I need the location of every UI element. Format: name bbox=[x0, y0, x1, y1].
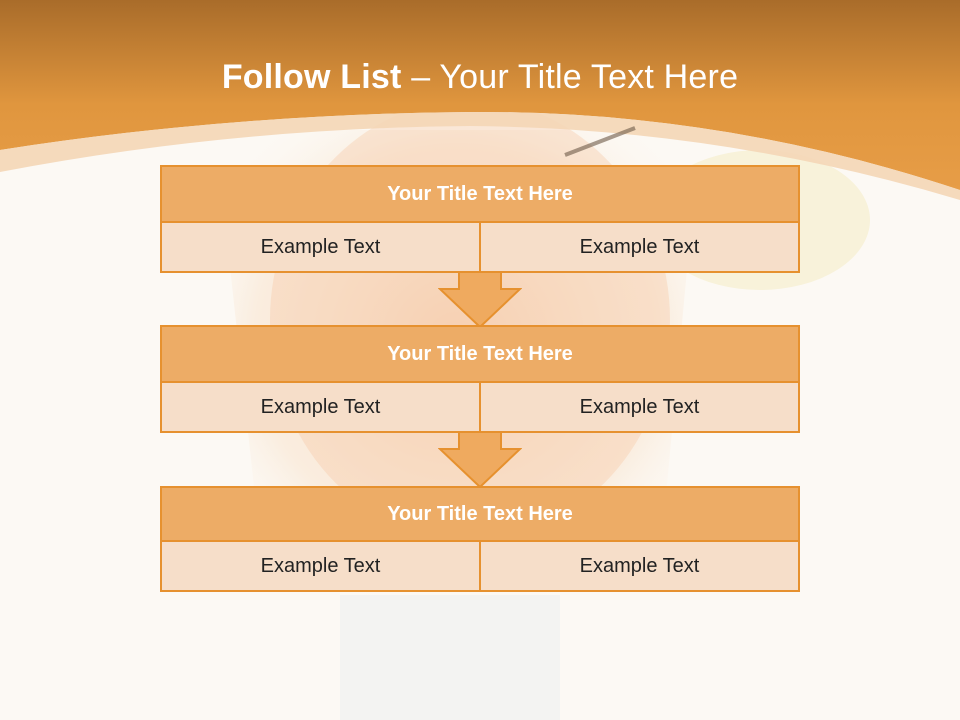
flow-block-1: Your Title Text Here Example Text Exampl… bbox=[160, 165, 800, 273]
block-title: Your Title Text Here bbox=[160, 165, 800, 223]
flow-block-3: Your Title Text Here Example Text Exampl… bbox=[160, 486, 800, 592]
block-cell-right: Example Text bbox=[479, 542, 800, 592]
down-arrow-icon bbox=[438, 431, 522, 489]
block-cell-right: Example Text bbox=[479, 383, 800, 433]
block-row: Example Text Example Text bbox=[160, 383, 800, 433]
block-row: Example Text Example Text bbox=[160, 223, 800, 273]
title-bold-part: Follow List bbox=[221, 58, 402, 96]
title-rest-part: – Your Title Text Here bbox=[401, 58, 739, 96]
block-cell-right: Example Text bbox=[479, 223, 800, 273]
block-title: Your Title Text Here bbox=[160, 325, 800, 383]
page-title: Follow List – Your Title Text Here bbox=[0, 60, 960, 94]
block-cell-left: Example Text bbox=[160, 542, 481, 592]
block-title: Your Title Text Here bbox=[160, 486, 800, 542]
flow-block-2: Your Title Text Here Example Text Exampl… bbox=[160, 325, 800, 433]
block-cell-left: Example Text bbox=[160, 223, 481, 273]
block-row: Example Text Example Text bbox=[160, 542, 800, 592]
down-arrow-icon bbox=[438, 271, 522, 329]
block-cell-left: Example Text bbox=[160, 383, 481, 433]
